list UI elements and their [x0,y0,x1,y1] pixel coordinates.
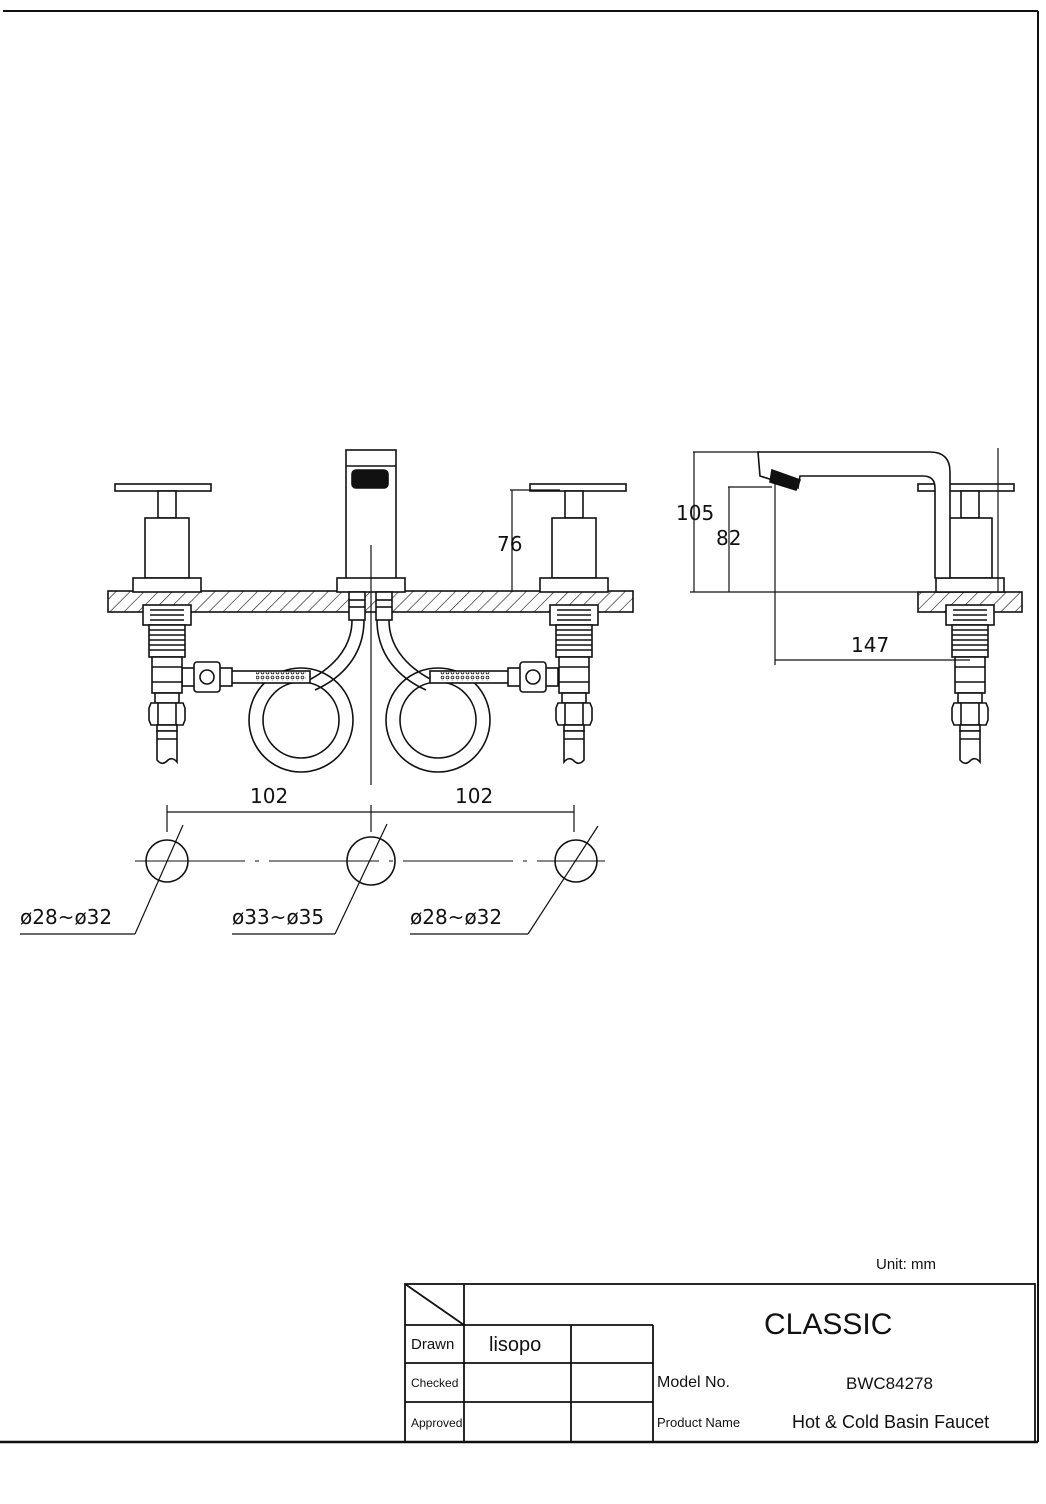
title-block [404,1283,1036,1443]
left-valve [114,483,212,765]
drawn-label: Drawn [411,1336,455,1353]
product-name-value: Hot & Cold Basin Faucet [792,1412,990,1432]
approved-label: Approved [411,1416,463,1430]
side-spout [757,451,951,579]
drawn-by-value: lisopo [489,1334,542,1356]
model-number-value: BWC84278 [846,1374,933,1393]
side-valve [917,483,1015,765]
dimension-76 [510,489,560,592]
tee-connectors [181,661,559,693]
series-title: CLASSIC [764,1308,893,1341]
spacing-left-label: 102 [250,784,288,808]
dimension-spacing [166,805,575,832]
hole-center-label: ø33~ø35 [232,905,324,929]
side-view: 105 82 147 [676,448,1023,765]
checked-label: Checked [411,1376,459,1390]
hole-right-label: ø28~ø32 [410,905,502,929]
right-valve [529,483,627,765]
hole-left-label: ø28~ø32 [20,905,112,929]
drawing-frame [0,10,1039,1444]
side-height-82-label: 82 [716,526,741,550]
model-number-label: Model No. [657,1374,730,1391]
dimension-76-label: 76 [497,532,522,556]
side-height-105-label: 105 [676,501,714,525]
side-dimensions [690,448,999,665]
product-name-label: Product Name [657,1415,741,1430]
flexible-hoses [229,619,511,773]
hole-layout [20,823,605,935]
front-view: 76 102 102 ø28~ø32 ø33~ø35 ø28~ø32 [20,449,634,935]
spacing-right-label: 102 [455,784,493,808]
reach-147-label: 147 [851,633,889,657]
unit-label: Unit: mm [876,1256,936,1273]
